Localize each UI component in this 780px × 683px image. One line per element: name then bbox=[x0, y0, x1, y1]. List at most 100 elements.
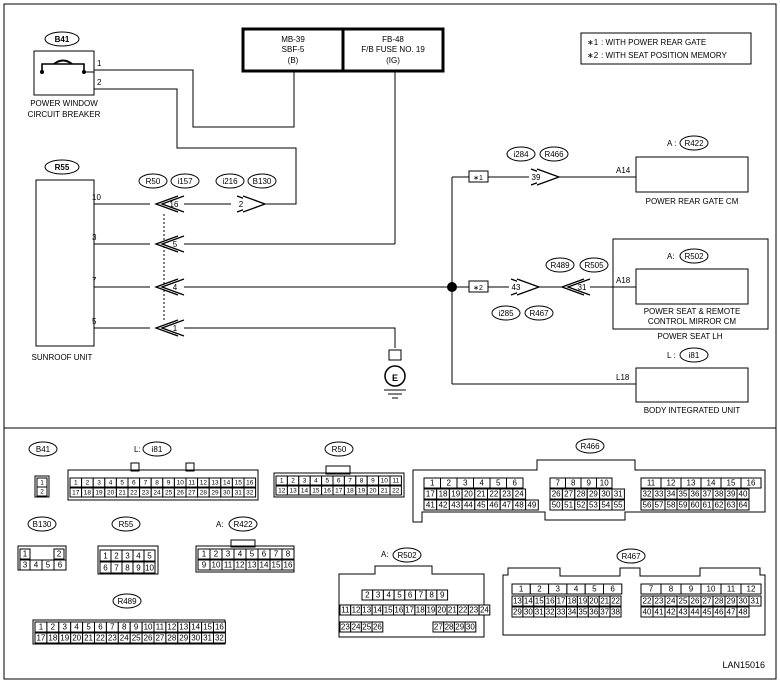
body-prefix: L : bbox=[667, 351, 676, 360]
rear-gate-cm-label: POWER REAR GATE CM bbox=[646, 197, 739, 206]
r467-pin-number: 13 bbox=[513, 597, 522, 606]
r422-pin-number: 15 bbox=[272, 561, 281, 570]
seat-branch: ∗2 43 31 R489 R505 i285 R467 A18 A: R502… bbox=[468, 238, 769, 341]
r50-pin-number: 3 bbox=[303, 478, 307, 485]
r466-pin-number: 19 bbox=[451, 490, 460, 499]
r55-pin-number: 3 bbox=[125, 552, 130, 561]
chevron-2-right bbox=[236, 195, 267, 213]
pin-16: 16 bbox=[170, 200, 179, 209]
r502-pin-number: 28 bbox=[445, 623, 454, 632]
r502-pin-number: 27 bbox=[434, 623, 443, 632]
r466-pin-number: 62 bbox=[715, 501, 724, 510]
chevron-4 bbox=[154, 278, 185, 296]
r466-pin-number: 18 bbox=[439, 490, 448, 499]
rear-prefix: A : bbox=[667, 139, 676, 148]
power-seat-lh-label: POWER SEAT LH bbox=[657, 332, 722, 341]
r467-pin-number: 24 bbox=[667, 597, 676, 606]
b41-label-2: CIRCUIT BREAKER bbox=[28, 110, 101, 119]
r489-pin-number: 29 bbox=[179, 634, 188, 643]
r55-pin-3: 3 bbox=[92, 233, 97, 242]
label-i284: i284 bbox=[513, 150, 529, 159]
r467-pin-cell bbox=[609, 606, 622, 618]
r422-pin-number: 10 bbox=[212, 561, 221, 570]
b130-pin-cell bbox=[53, 548, 65, 560]
r467-pin-number: 27 bbox=[703, 597, 712, 606]
r422-pin-number: 11 bbox=[224, 561, 233, 570]
label-r466: R466 bbox=[544, 150, 564, 159]
r502-pin-number: 22 bbox=[459, 606, 468, 615]
b130-pin-number: 3 bbox=[23, 561, 28, 570]
r467-pin-cell bbox=[748, 595, 762, 607]
r50-pin-number: 11 bbox=[392, 478, 399, 485]
chevron-1 bbox=[154, 319, 185, 337]
i81-pin-number: 23 bbox=[142, 490, 150, 497]
i81-pin-number: 7 bbox=[144, 480, 148, 487]
term-a18: A18 bbox=[616, 276, 631, 285]
r466-pin-number: 28 bbox=[577, 490, 586, 499]
r466-pin-number: 13 bbox=[687, 479, 696, 488]
r489-pin-number: 28 bbox=[167, 634, 176, 643]
i81-pin-number: 3 bbox=[97, 480, 101, 487]
view-r422-prefix: A: bbox=[216, 520, 224, 529]
r467-pin-number: 19 bbox=[578, 597, 587, 606]
r422-pin-number: 4 bbox=[238, 550, 243, 559]
r422-pin-number: 6 bbox=[262, 550, 267, 559]
chevron-43-right bbox=[510, 278, 541, 296]
r502-pin-number: 7 bbox=[419, 591, 424, 600]
r422-pin-number: 14 bbox=[260, 561, 269, 570]
r502-pin-number: 13 bbox=[362, 606, 371, 615]
r489-pin-number: 31 bbox=[203, 634, 212, 643]
i81-pin-number: 21 bbox=[119, 490, 127, 497]
view-b41: B41 bbox=[36, 445, 51, 454]
r50-pin-number: 4 bbox=[314, 478, 318, 485]
r466-pin-number: 61 bbox=[703, 501, 712, 510]
r467-pin-number: 35 bbox=[578, 608, 587, 617]
r466-pin-number: 20 bbox=[464, 490, 473, 499]
r466-pin-cell bbox=[611, 499, 625, 511]
r467-pin-number: 18 bbox=[567, 597, 576, 606]
i81-pin-number: 28 bbox=[200, 490, 208, 497]
r55-pin-10: 10 bbox=[92, 193, 101, 202]
r502-pin-number: 18 bbox=[416, 606, 425, 615]
label-r422: R422 bbox=[684, 139, 704, 148]
r502-pin-number: 3 bbox=[376, 591, 381, 600]
r466-pin-number: 58 bbox=[667, 501, 676, 510]
r50-pin-number: 18 bbox=[346, 488, 354, 495]
r467-pin-number: 47 bbox=[727, 608, 736, 617]
seat-prefix: A: bbox=[667, 252, 675, 261]
i81-pin-number: 25 bbox=[165, 490, 173, 497]
body-integrated-unit: L : i81 L18 BODY INTEGRATED UNIT bbox=[616, 347, 749, 415]
r50-pin-number: 15 bbox=[312, 488, 320, 495]
r55-pin-number: 6 bbox=[103, 564, 108, 573]
rear-gate-branch: ∗1 i284 R466 39 A14 A : R422 POWER REAR … bbox=[468, 135, 749, 206]
r502-pin-number: 12 bbox=[352, 606, 361, 615]
r467-pin-number: 37 bbox=[600, 608, 609, 617]
i81-pin-number: 24 bbox=[153, 490, 161, 497]
r466-pin-cell bbox=[611, 488, 625, 500]
label-i285: i285 bbox=[498, 309, 514, 318]
r422-pin-number: 2 bbox=[214, 550, 219, 559]
r467-pin-cell bbox=[603, 583, 623, 595]
r466-pin-number: 30 bbox=[601, 490, 610, 499]
r489-pin-cell bbox=[213, 621, 226, 633]
r50-pin-number: 12 bbox=[278, 488, 286, 495]
r466-pin-number: 63 bbox=[727, 501, 736, 510]
r466-pin-number: 32 bbox=[643, 490, 652, 499]
r489-pin-number: 4 bbox=[74, 623, 79, 632]
r466-pin-number: 47 bbox=[502, 501, 511, 510]
r55-pin-number: 4 bbox=[136, 552, 141, 561]
r50-pin-number: 2 bbox=[291, 478, 295, 485]
r467-pin-number: 6 bbox=[610, 585, 615, 594]
r466-pin-number: 1 bbox=[430, 479, 435, 488]
r422-pin-cell bbox=[281, 559, 295, 571]
r466-pin-number: 26 bbox=[552, 490, 561, 499]
b41-pin-1: 1 bbox=[97, 59, 102, 68]
fuse-box: MB-39 SBF-5 (B) FB-48 F/B FUSE NO. 19 (I… bbox=[241, 27, 445, 73]
label-i81: i81 bbox=[689, 351, 700, 360]
r466-pin-number: 44 bbox=[464, 501, 473, 510]
r502-pin-number: 2 bbox=[365, 591, 370, 600]
r489-pin-number: 7 bbox=[110, 623, 115, 632]
r466-pin-number: 57 bbox=[655, 501, 664, 510]
r55-pin-5: 5 bbox=[92, 317, 97, 326]
connector-labels-top: R50 i157 i216 B130 bbox=[138, 173, 277, 189]
